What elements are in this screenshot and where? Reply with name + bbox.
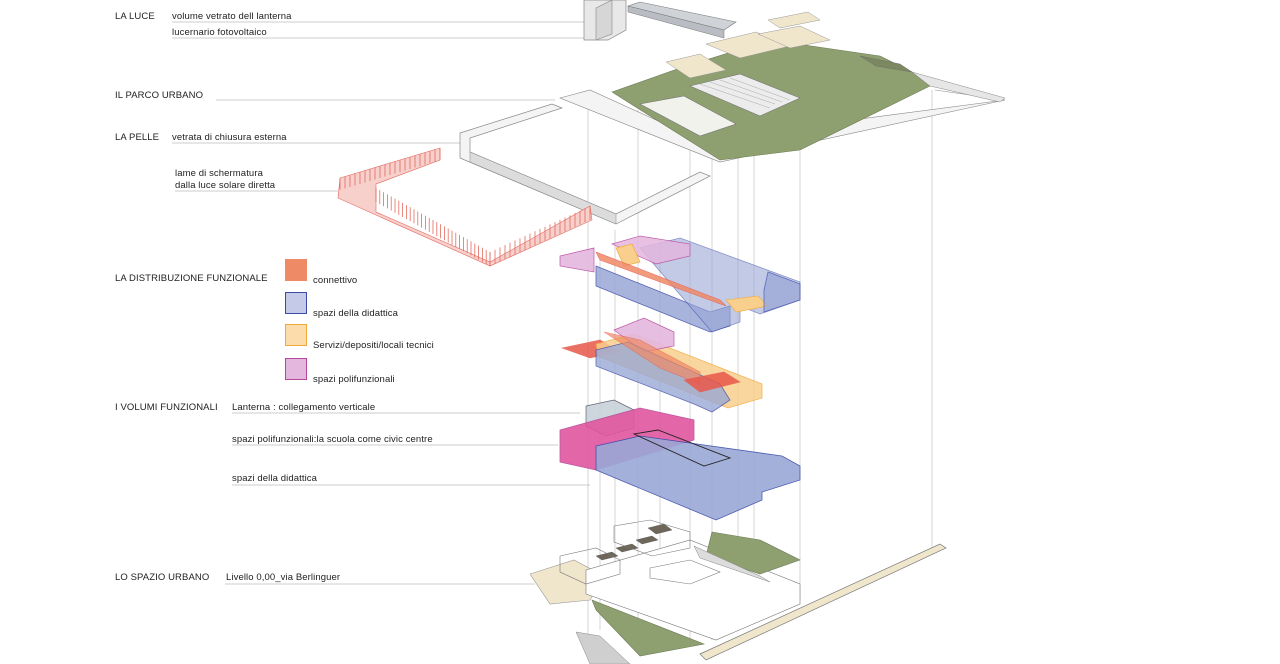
section-title-luce: LA LUCE [115, 11, 155, 22]
lucernario-fotovoltaico [626, 1, 737, 39]
legend-swatch-connettivo [285, 259, 307, 281]
section-title-distribuzione: LA DISTRIBUZIONE FUNZIONALE [115, 273, 268, 284]
section-title-pelle: LA PELLE [115, 132, 160, 143]
section-title-parco: IL PARCO URBANO [115, 90, 204, 101]
parco-urbano-roof [559, 11, 1006, 163]
distribuzione-lower [560, 317, 763, 413]
legend-swatch-polifunzionali [285, 358, 307, 380]
caption-spazi-polifunzionali: spazi polifunzionali:la scuola come civi… [232, 434, 433, 445]
legend-swatch-servizi [285, 324, 307, 346]
spazio-urbano [529, 519, 947, 664]
legend-label-servizi: Servizi/depositi/locali tecnici [313, 340, 434, 351]
caption-livello: Livello 0,00_via Berlinguer [226, 572, 341, 583]
caption-spazi-didattica: spazi della didattica [232, 473, 318, 484]
volumi-funzionali [559, 399, 801, 521]
caption-lanterna: Lanterna : collegamento verticale [232, 402, 376, 413]
lanterna-volume [583, 0, 627, 41]
lame-schermatura [337, 147, 593, 267]
caption-lame: lame di schermatura [175, 168, 263, 179]
section-title-urbano: LO SPAZIO URBANO [115, 572, 210, 583]
legend-swatch-didattica [285, 292, 307, 314]
caption-luce-solare: dalla luce solare diretta [175, 180, 276, 191]
caption-vetrata: vetrata di chiusura esterna [172, 132, 287, 143]
section-title-volumi: I VOLUMI FUNZIONALI [115, 402, 218, 413]
legend-label-polifunzionali: spazi polifunzionali [313, 374, 395, 385]
distribuzione-upper [559, 235, 801, 333]
caption-volume-vetrato: volume vetrato dell lanterna [172, 11, 292, 22]
leader-lines [172, 21, 590, 585]
legend-label-connettivo: connettivo [313, 275, 358, 286]
caption-lucernario: lucernario fotovoltaico [172, 27, 267, 38]
vetrata-chiusura-esterna [459, 103, 711, 225]
legend-label-didattica: spazi della didattica [313, 308, 399, 319]
